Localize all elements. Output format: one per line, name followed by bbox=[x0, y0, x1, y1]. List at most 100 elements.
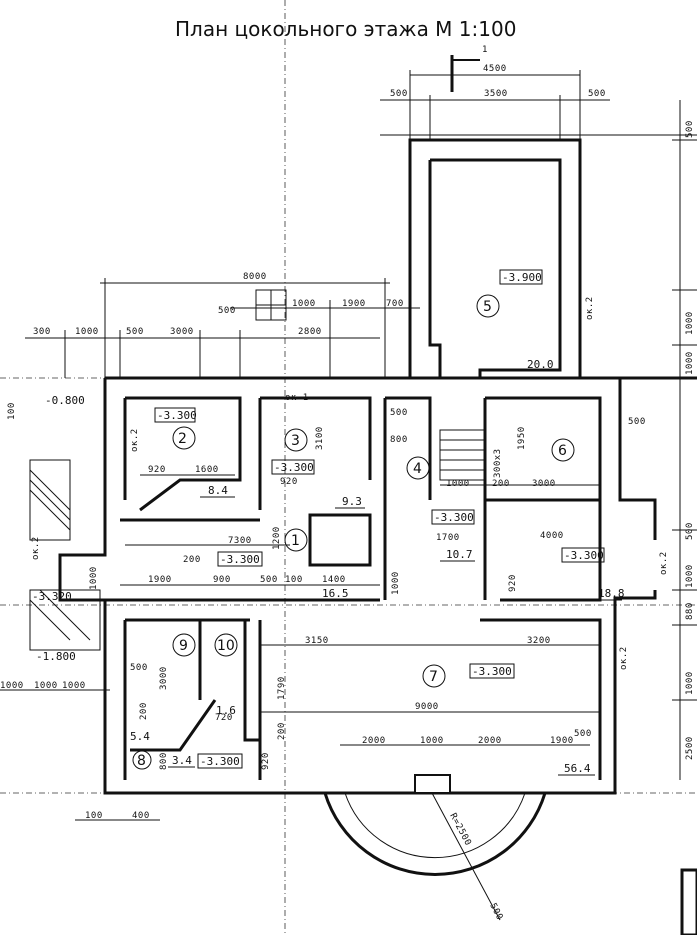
idim-1: 1600 bbox=[195, 465, 219, 475]
idim-40: 720 bbox=[215, 713, 233, 723]
right-dim-2: 1000 bbox=[685, 311, 695, 335]
idim-31: 9000 bbox=[415, 702, 439, 712]
area-room-8: 3.4 bbox=[172, 754, 192, 767]
semicircular-bay bbox=[323, 792, 547, 876]
radius-dim: 500 bbox=[487, 902, 504, 922]
upper-left-dimensions: 8000 500 1000 1900 700 300 1000 500 3000… bbox=[25, 272, 420, 378]
level-room-3: -3.300 bbox=[274, 461, 314, 474]
room-number-1: 1 bbox=[291, 533, 300, 549]
area-labels: 8.4 9.3 10.7 20.0 56.4 3.4 5.4 1.6 16.5 … bbox=[130, 358, 625, 776]
dim-500-a: 500 bbox=[218, 306, 236, 316]
room-number-2: 2 bbox=[178, 431, 187, 447]
radius-line bbox=[431, 792, 501, 921]
right-dim-1: 500 bbox=[685, 120, 695, 138]
level-room-4: -3.300 bbox=[434, 511, 474, 524]
window-tags: ок.2 ок.2 ок.2 ок.2 ок.2 ок-1 bbox=[31, 296, 669, 670]
idim-9: 500 bbox=[260, 575, 278, 585]
exterior-walls bbox=[58, 138, 697, 795]
room-number-8: 8 bbox=[137, 753, 146, 769]
room-number-10: 10 bbox=[217, 638, 235, 654]
idim-10: 100 bbox=[285, 575, 303, 585]
idim-2: 920 bbox=[280, 477, 298, 487]
idim-14: 500 bbox=[390, 408, 408, 418]
dim-1900-a: 1900 bbox=[342, 299, 366, 309]
idim-37: 3000 bbox=[159, 666, 169, 690]
idim-44: 100 bbox=[85, 811, 103, 821]
idim-29: 1790 bbox=[277, 676, 287, 700]
right-dim-8: 2500 bbox=[685, 736, 695, 760]
left-dimensions: 100 1000 1000 1000 bbox=[0, 402, 110, 691]
level-room-8: -3.300 bbox=[200, 755, 240, 768]
right-dim-4: 500 bbox=[685, 522, 695, 540]
level-room-7: -3.300 bbox=[472, 665, 512, 678]
level-labels: -3.300 -3.300 -3.300 -3.900 -3.300 -3.30… bbox=[32, 269, 605, 769]
staircase-left bbox=[29, 459, 101, 651]
dim-1000-b: 1000 bbox=[75, 327, 99, 337]
staircase-center bbox=[439, 429, 486, 481]
idim-25: 920 bbox=[508, 574, 518, 592]
idim-20: 3000 bbox=[532, 479, 556, 489]
area-room-9: 5.4 bbox=[130, 730, 150, 743]
window-tag-6: ок-1 bbox=[285, 393, 309, 403]
dim-2800: 2800 bbox=[298, 327, 322, 337]
idim-36: 1900 bbox=[550, 736, 574, 746]
room-number-5: 5 bbox=[483, 299, 492, 315]
idim-28: 3200 bbox=[527, 636, 551, 646]
semicircular-bay-inner bbox=[344, 792, 526, 859]
level-corridor: -3.300 bbox=[220, 553, 260, 566]
dim-3500: 3500 bbox=[484, 89, 508, 99]
section-number: 1 bbox=[482, 45, 488, 55]
right-dim-7: 1000 bbox=[685, 671, 695, 695]
idim-30: 200 bbox=[277, 722, 287, 740]
area-room-5: 20.0 bbox=[527, 358, 554, 371]
room-number-4: 4 bbox=[413, 461, 422, 477]
idim-32: 500 bbox=[574, 729, 592, 739]
area-corridor: 16.5 bbox=[322, 587, 349, 600]
idim-0: 920 bbox=[148, 465, 166, 475]
area-room-7: 56.4 bbox=[564, 762, 591, 775]
right-dim-6: 880 bbox=[685, 602, 695, 620]
idim-21: 1700 bbox=[436, 533, 460, 543]
idim-35: 2000 bbox=[478, 736, 502, 746]
dim-300: 300 bbox=[33, 327, 51, 337]
bay-column bbox=[414, 774, 451, 794]
area-room-6: 18.8 bbox=[598, 587, 625, 600]
dim-3000: 3000 bbox=[170, 327, 194, 337]
drawing-title: План цокольного этажа М 1:100 bbox=[175, 17, 516, 41]
right-dim-5: 1000 bbox=[685, 564, 695, 588]
idim-38: 500 bbox=[130, 663, 148, 673]
idim-22: 4000 bbox=[540, 531, 564, 541]
idim-18: 1000 bbox=[446, 479, 470, 489]
dim-500-b: 500 bbox=[126, 327, 144, 337]
idim-17: 300x3 bbox=[493, 448, 503, 478]
area-room-3: 9.3 bbox=[342, 495, 362, 508]
area-room-4: 10.7 bbox=[446, 548, 473, 561]
level-room-2: -3.300 bbox=[157, 409, 197, 422]
left-dim-2: 1000 bbox=[89, 566, 99, 590]
idim-4: 7300 bbox=[228, 536, 252, 546]
idim-45: 400 bbox=[132, 811, 150, 821]
dim-700: 700 bbox=[386, 299, 404, 309]
title-block bbox=[680, 868, 697, 935]
idim-5: 200 bbox=[183, 555, 201, 565]
area-room-2: 8.4 bbox=[208, 484, 228, 497]
idim-41: 800 bbox=[159, 752, 169, 770]
room-number-9: 9 bbox=[179, 638, 188, 654]
idim-43: 1000 bbox=[62, 681, 86, 691]
window-tag-2: ок.2 bbox=[585, 296, 595, 320]
idim-16: 1950 bbox=[517, 426, 527, 450]
room-markers: 2 3 1 4 5 6 7 8 9 10 bbox=[132, 294, 575, 770]
column-mark bbox=[255, 289, 287, 321]
dim-4500: 4500 bbox=[483, 64, 507, 74]
level-misc-3: -1.800 bbox=[36, 650, 76, 663]
idim-27: 3150 bbox=[305, 636, 329, 646]
idim-7: 1900 bbox=[148, 575, 172, 585]
window-tag-4: ок.2 bbox=[659, 551, 669, 575]
idim-42: 920 bbox=[261, 752, 271, 770]
dim-1000-a: 1000 bbox=[292, 299, 316, 309]
level-misc-4: -3.300 bbox=[564, 549, 604, 562]
idim-6: 1200 bbox=[272, 526, 282, 550]
right-dim-3: 1000 bbox=[685, 351, 695, 375]
right-dimensions: 500 1000 1000 500 1000 880 1000 2500 bbox=[672, 100, 697, 780]
section-mark: 1 bbox=[450, 45, 488, 92]
